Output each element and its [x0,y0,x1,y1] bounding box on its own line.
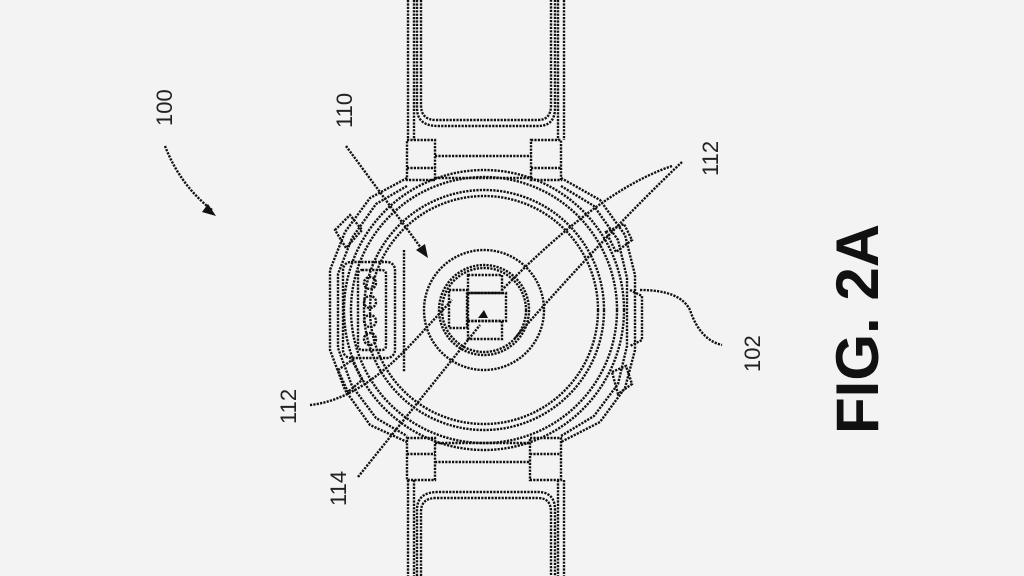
watch-case [328,168,644,452]
charging-port [341,250,406,372]
label-112-left: 112 [276,389,301,424]
figure-title: FIG. 2A [824,224,891,434]
label-100: 100 [152,89,177,126]
label-102: 102 [740,335,765,372]
sensor-window [422,248,546,372]
label-110: 110 [332,93,357,128]
leader-lines [163,145,723,478]
lower-strap [405,436,566,576]
label-112-right: 112 [698,141,723,176]
upper-strap [405,0,566,182]
label-114: 114 [326,471,351,506]
